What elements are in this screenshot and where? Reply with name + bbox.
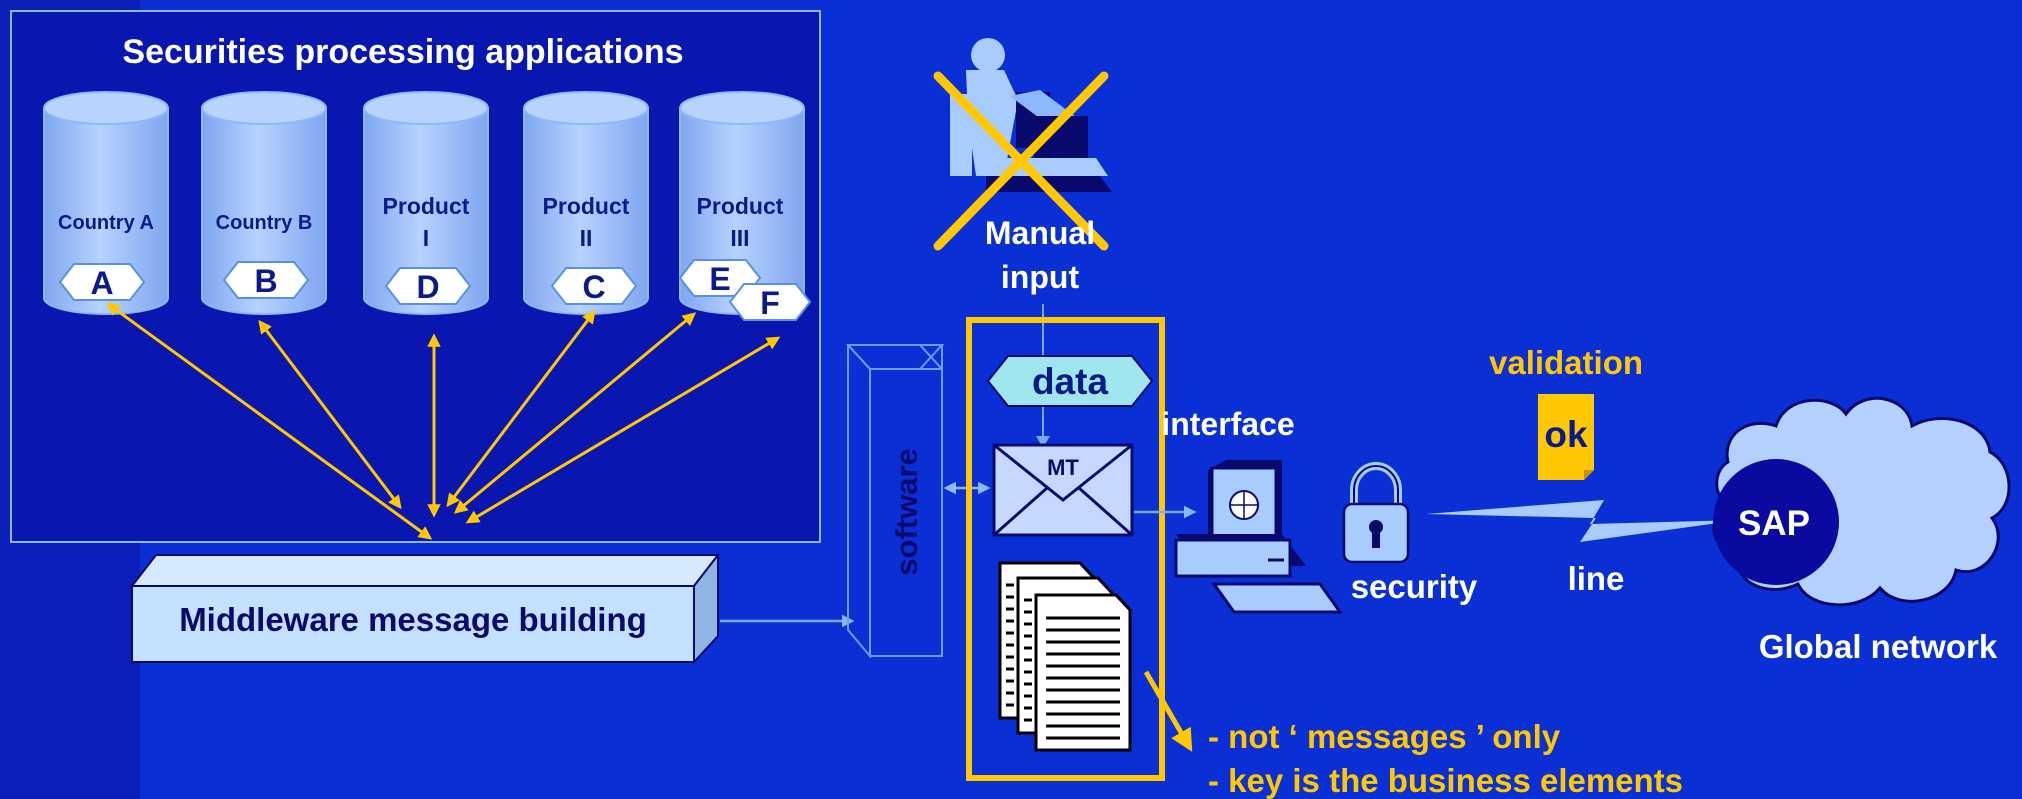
database-label-line2: II <box>580 225 593 251</box>
database-tag: D <box>416 269 439 305</box>
envelope-label: MT <box>1047 455 1079 480</box>
note-1: - not ‘ messages ’ only <box>1208 718 1561 755</box>
data-tag: data <box>986 355 1154 407</box>
database-label-line2: I <box>423 225 429 251</box>
database-label: Product <box>543 193 630 219</box>
data-tag-label: data <box>1032 361 1109 402</box>
database-label: Product <box>383 193 470 219</box>
middleware-box: Middleware message building <box>129 552 721 665</box>
envelope-icon: MT <box>992 443 1134 537</box>
padlock-icon <box>1342 462 1410 564</box>
manual-input-label-line2: input <box>1001 259 1080 295</box>
database-country-b: Country B B <box>201 91 327 315</box>
interface-computer-icon <box>1174 460 1343 614</box>
database-product-ii: Product II C <box>523 91 649 315</box>
sap-circle <box>1713 459 1839 585</box>
security-label: security <box>1351 568 1478 605</box>
arrow-c <box>446 309 596 508</box>
ok-label: ok <box>1544 414 1588 455</box>
database-product-iii: Product III E F <box>678 91 812 321</box>
database-tag: C <box>582 269 605 305</box>
arrow-e <box>453 312 697 514</box>
database-label: Country A <box>58 212 154 234</box>
manual-to-mt-arrowhead <box>1036 436 1050 448</box>
software-box <box>845 344 945 659</box>
database-tag: A <box>90 265 113 301</box>
database-label-line2: III <box>730 225 749 251</box>
notes-arrow <box>1143 670 1193 752</box>
database-tag: F <box>760 285 780 321</box>
documents-icon <box>998 561 1132 752</box>
database-tag: B <box>254 263 277 299</box>
arrow-b <box>258 319 402 510</box>
database-country-a: Country A A <box>43 91 169 315</box>
arrow-f <box>465 336 781 524</box>
database-tag: E <box>709 261 730 297</box>
global-network-label: Global network <box>1759 628 1998 665</box>
arrow-a <box>105 302 433 540</box>
database-product-i: Product I D <box>363 91 489 315</box>
ok-document-icon: ok <box>1538 394 1594 480</box>
lightning-line-icon <box>1426 500 1740 542</box>
database-label: Product <box>697 193 784 219</box>
highlight-frame <box>966 317 1165 781</box>
interface-label: interface <box>1161 406 1294 442</box>
panel-title: Securities processing applications <box>122 33 683 71</box>
cross-out-mark <box>933 71 1109 251</box>
validation-label: validation <box>1489 344 1643 381</box>
manual-input-label: Manual <box>985 215 1095 251</box>
line-label: line <box>1568 560 1625 597</box>
sap-label: SAP <box>1738 504 1810 543</box>
note-2: - key is the business elements <box>1208 762 1683 799</box>
middleware-label: Middleware message building <box>179 601 647 638</box>
database-connector-arrows <box>105 302 781 540</box>
database-label: Country B <box>216 212 313 234</box>
software-label: software <box>889 448 924 575</box>
